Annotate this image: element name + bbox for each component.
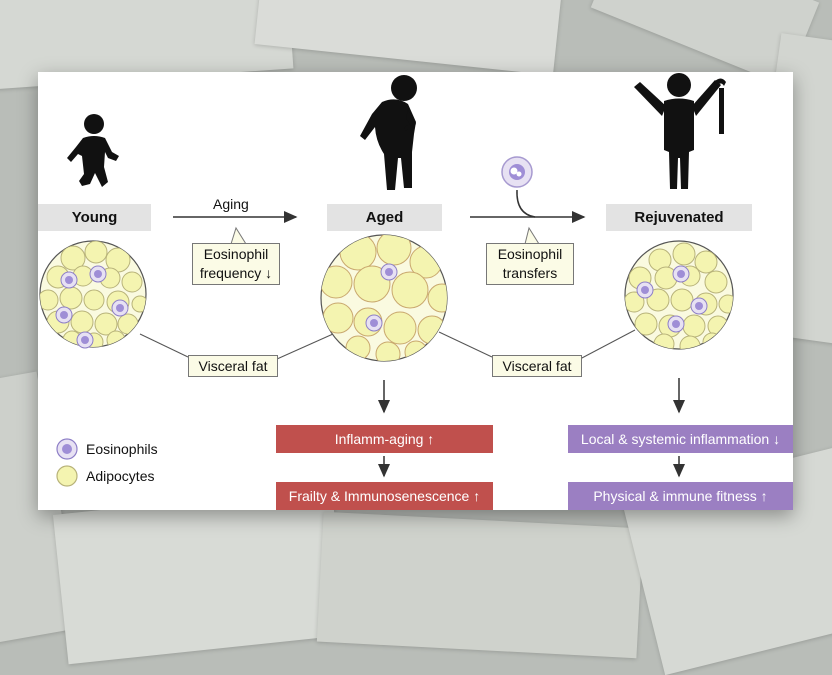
eosinophil-frequency-line1: Eosinophil [203,246,269,262]
eosinophil-transfer-line1: Eosinophil [497,246,563,262]
aged-outcome-inflammaging: Inflamm-aging ↑ [276,425,493,453]
aged-outcome-frailty: Frailty & Immunosenescence ↑ [276,482,493,510]
background-paper [254,0,566,76]
legend-adipocytes-label: Adipocytes [86,468,155,484]
eosinophil-cells [55,265,129,349]
legend-eosinophils-label: Eosinophils [86,441,158,457]
transfer-curve [516,189,536,218]
eosinophil-transfer-icon [501,156,533,188]
stage-label-aged: Aged [327,204,442,231]
visceral-fat-label-right: Visceral fat [492,355,582,377]
legend-adipocyte-icon [56,465,78,487]
elderly-person-icon [360,75,417,190]
aged-visceral-fat [320,234,448,362]
rejuv-outcome-inflammation: Local & systemic inflammation ↓ [568,425,793,453]
legend-eosinophil-icon [56,438,78,460]
eosinophil-frequency-callout: Eosinophil frequency ↓ [192,243,280,285]
young-visceral-fat [39,240,147,349]
eosinophil-transfer-line2: transfers [502,265,558,281]
eosinophil-cells [365,263,398,332]
rejuv-outcome-fitness: Physical & immune fitness ↑ [568,482,793,510]
rejuvenated-person-icon [634,73,726,189]
stage-label-rejuvenated: Rejuvenated [606,204,752,231]
eosinophil-transfer-callout: Eosinophil transfers [486,243,574,285]
eosinophil-frequency-line2: frequency ↓ [199,265,273,281]
background-paper [316,511,644,659]
aging-label: Aging [213,196,249,212]
stage-label-young: Young [38,204,151,231]
eosinophil-cells [636,265,708,333]
visceral-fat-label-left: Visceral fat [188,355,278,377]
diagram-graphics [39,73,734,487]
diagram-card: Young Aged Rejuvenated Aging Eosinophil … [38,72,793,510]
background-paper [52,485,348,665]
young-child-icon [67,114,119,187]
rejuvenated-visceral-fat [624,240,734,350]
